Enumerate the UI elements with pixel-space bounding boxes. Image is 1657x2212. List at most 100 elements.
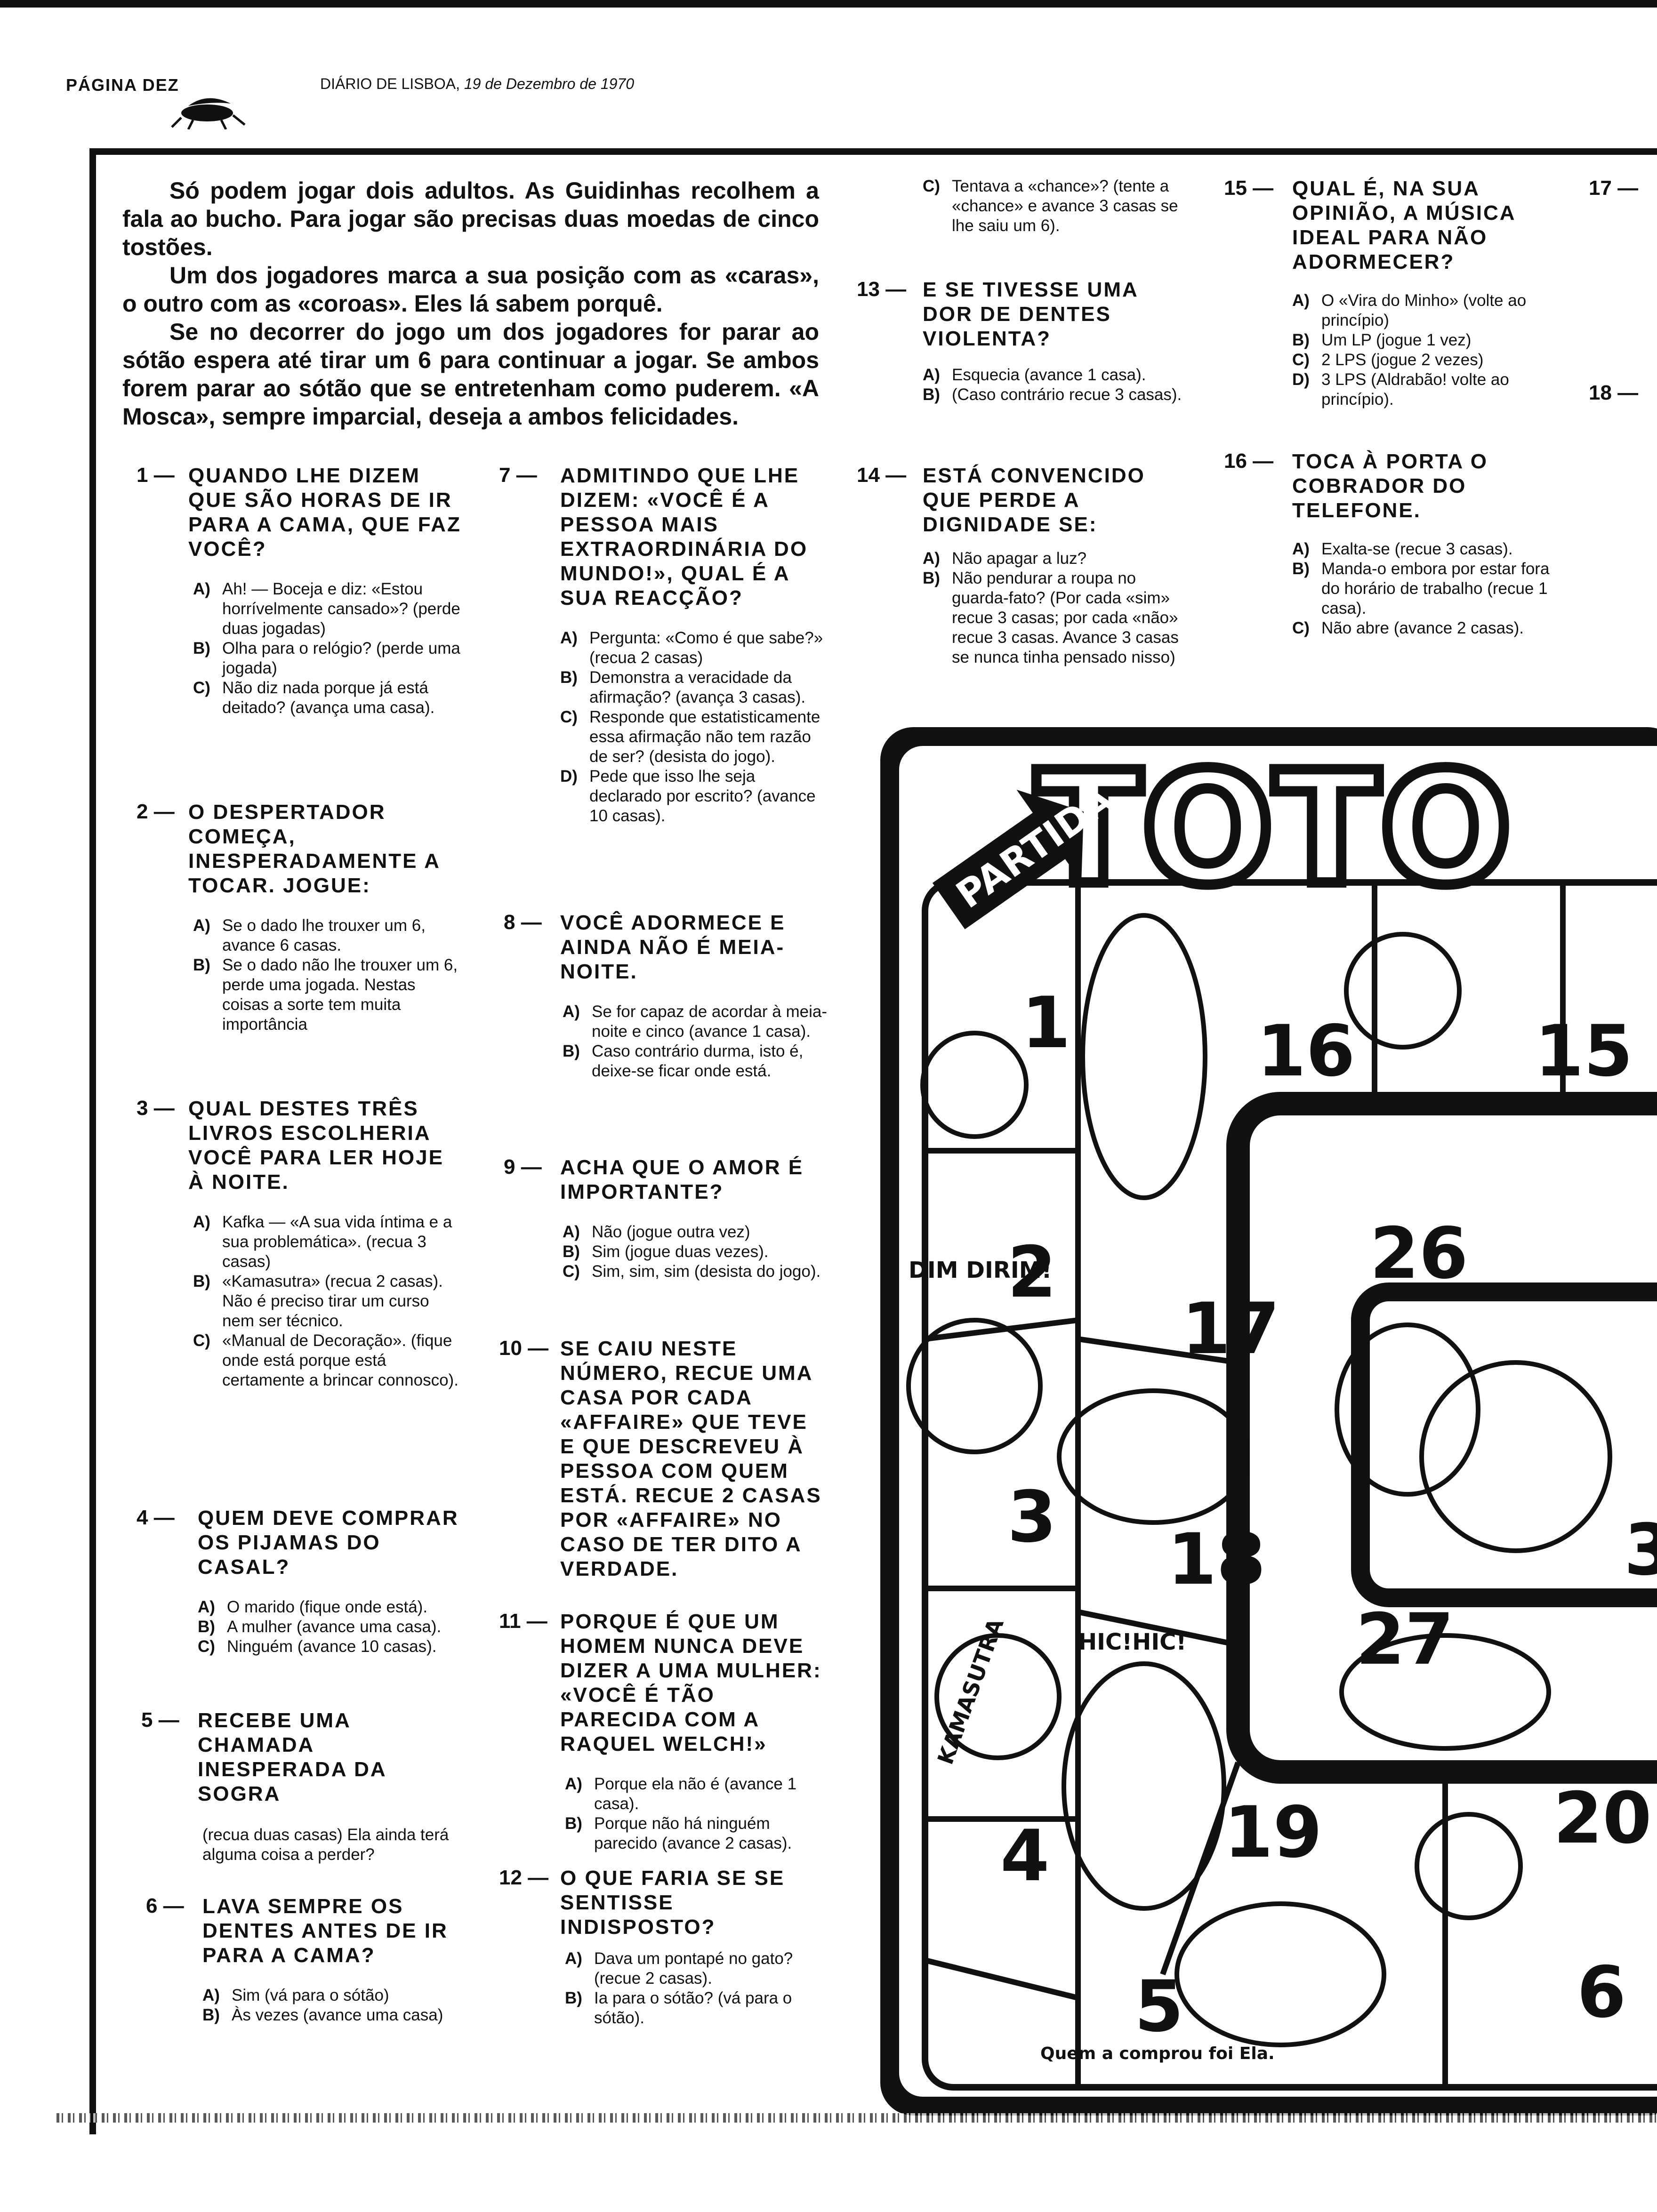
answer-option: B)Não pendurar a roupa no guarda-fato? (… bbox=[923, 569, 1179, 666]
question-2: 2 — O DESPERTADOR COMEÇA, INESPERADAMENT… bbox=[137, 800, 461, 1034]
answer-option: B)Manda-o embora por estar fora do horár… bbox=[1292, 560, 1550, 617]
answer-option: B)Sim (jogue duas vezes). bbox=[563, 1242, 769, 1261]
question-title: PORQUE É QUE UM HOMEM NUNCA DEVE DIZER A… bbox=[560, 1610, 822, 1755]
svg-text:1: 1 bbox=[1022, 982, 1070, 1064]
answer-option: C)Responde que estatisticamente essa afi… bbox=[560, 708, 820, 766]
question-12-continued: C)Tentava a «chance»? (tente a «chance» … bbox=[923, 176, 1186, 236]
question-8: 8 — VOCÊ ADORMECE E AINDA NÃO É MEIA-NOI… bbox=[504, 911, 828, 1081]
svg-text:3: 3 bbox=[1007, 1476, 1056, 1558]
top-rule bbox=[0, 0, 1657, 8]
board-title: TOTO bbox=[1030, 733, 1517, 924]
answer-option: D)Pede que isso lhe seja declarado por e… bbox=[560, 767, 816, 825]
speech-hic: HIC!HIC! bbox=[1078, 1629, 1186, 1655]
print-edge-noise bbox=[56, 2113, 1657, 2123]
question-12: 12 — O QUE FARIA SE SE SENTISSE INDISPOS… bbox=[499, 1866, 828, 2028]
answer-option: A)Porque ela não é (avance 1 casa). bbox=[565, 1775, 797, 1813]
svg-text:4: 4 bbox=[1000, 1815, 1049, 1897]
svg-text:26: 26 bbox=[1370, 1213, 1468, 1295]
question-title: QUANDO LHE DIZEM QUE SÃO HORAS DE IR PAR… bbox=[188, 464, 461, 561]
question-title: O QUE FARIA SE SE SENTISSE INDISPOSTO? bbox=[560, 1867, 785, 1939]
question-5: 5 — RECEBE UMA CHAMADA INESPERADA DA SOG… bbox=[141, 1708, 461, 1865]
answer-option: B)Caso contrário durma, isto é, deixe-se… bbox=[563, 1042, 804, 1080]
answer-option: A)Ah! — Boceja e diz: «Estou horrívelmen… bbox=[193, 580, 460, 638]
question-title: VOCÊ ADORMECE E AINDA NÃO É MEIA-NOITE. bbox=[560, 911, 786, 983]
answer-option: A)Não (jogue outra vez) bbox=[563, 1223, 750, 1241]
question-title: O DESPERTADOR COMEÇA, INESPERADAMENTE A … bbox=[188, 801, 440, 897]
speech-quem-a-comprou: Quem a comprou foi Ela. bbox=[1040, 2044, 1275, 2063]
question-title: QUAL DESTES TRÊS LIVROS ESCOLHERIA VOCÊ … bbox=[188, 1097, 444, 1194]
question-title: QUAL É, NA SUA OPINIÃO, A MÚSICA IDEAL P… bbox=[1292, 177, 1515, 273]
question-title: ESTÁ CONVENCIDO QUE PERDE A DIGNIDADE SE… bbox=[923, 464, 1145, 536]
answer-option: C)Ninguém (avance 10 casas). bbox=[198, 1637, 437, 1656]
svg-text:20: 20 bbox=[1553, 1778, 1652, 1859]
intro-paragraph: Se no decorrer do jogo um dos jogadores … bbox=[122, 319, 819, 430]
answer-option: C)Não abre (avance 2 casas). bbox=[1292, 619, 1524, 637]
answer-option: B)Olha para o relógio? (perde uma jogada… bbox=[193, 639, 460, 677]
answer-option: B)Ia para o sótão? (vá para o sótão). bbox=[565, 1989, 792, 2027]
answer-option: B)«Kamasutra» (recua 2 casas). Não é pre… bbox=[193, 1272, 443, 1330]
question-title: SE CAIU NESTE NÚMERO, RECUE UMA CASA POR… bbox=[560, 1337, 822, 1580]
answer-option: D)3 LPS (Aldrabão! volte ao princípio). bbox=[1292, 370, 1509, 409]
answer-option: C)2 LPS (jogue 2 vezes) bbox=[1292, 351, 1484, 369]
question-title: E SE TIVESSE UMA DOR DE DENTES VIOLENTA? bbox=[923, 278, 1138, 350]
svg-text:15: 15 bbox=[1535, 1010, 1633, 1092]
intro-text: Só podem jogar dois adultos. As Guidinha… bbox=[122, 176, 819, 431]
answer-option: A)Kafka — «A sua vida íntima e a sua pro… bbox=[193, 1213, 452, 1271]
newspaper-name: DIÁRIO DE LISBOA, bbox=[320, 75, 460, 92]
answer-option: A)Esquecia (avance 1 casa). bbox=[923, 366, 1146, 384]
question-6: 6 — LAVA SEMPRE OS DENTES ANTES DE IR PA… bbox=[146, 1894, 461, 2025]
intro-paragraph: Um dos jogadores marca a sua posição com… bbox=[122, 262, 819, 317]
question-11: 11 — PORQUE É QUE UM HOMEM NUNCA DEVE DI… bbox=[499, 1610, 828, 1853]
question-7: 7 — ADMITINDO QUE LHE DIZEM: «VOCÊ É A P… bbox=[499, 464, 828, 826]
svg-text:16: 16 bbox=[1257, 1010, 1355, 1092]
answer-option: B)Às vezes (avance uma casa) bbox=[202, 2006, 443, 2024]
svg-text:19: 19 bbox=[1224, 1792, 1322, 1874]
svg-text:3: 3 bbox=[1624, 1509, 1657, 1591]
svg-text:6: 6 bbox=[1577, 1952, 1626, 2034]
answer-option: A)O marido (fique onde está). bbox=[198, 1598, 428, 1616]
answer-option: B)Se o dado não lhe trouxer um 6, perde … bbox=[193, 956, 458, 1034]
answer-option: B)(Caso contrário recue 3 casas). bbox=[923, 385, 1182, 404]
answer-option: A)O «Vira do Minho» (volte ao princípio) bbox=[1292, 291, 1527, 329]
question-title: ADMITINDO QUE LHE DIZEM: «VOCÊ É A PESSO… bbox=[560, 464, 808, 609]
answer-option: A)Não apagar a luz? bbox=[923, 549, 1087, 568]
question-title: QUEM DEVE COMPRAR OS PIJAMAS DO CASAL? bbox=[198, 1507, 459, 1579]
question-1: 1 — QUANDO LHE DIZEM QUE SÃO HORAS DE IR… bbox=[137, 464, 461, 717]
toto-board-illustration: TOTO PARTIDA 1 2 3 4 5 6 15 16 17 18 19 … bbox=[880, 727, 1657, 2116]
answer-option: C)«Manual de Decoração». (fique onde est… bbox=[193, 1331, 458, 1389]
question-16: 16 — TOCA À PORTA O COBRADOR DO TELEFONE… bbox=[1224, 449, 1563, 638]
intro-paragraph: Só podem jogar dois adultos. As Guidinha… bbox=[122, 177, 819, 260]
svg-text:2: 2 bbox=[1007, 1232, 1056, 1314]
answer-option: A)Se o dado lhe trouxer um 6, avance 6 c… bbox=[193, 916, 426, 954]
question-title: TOCA À PORTA O COBRADOR DO TELEFONE. bbox=[1292, 450, 1488, 522]
question-13: 13 — E SE TIVESSE UMA DOR DE DENTES VIOL… bbox=[857, 278, 1186, 405]
answer-option: B)Porque não há ninguém parecido (avance… bbox=[565, 1814, 792, 1852]
question-title: RECEBE UMA CHAMADA INESPERADA DA SOGRA bbox=[198, 1709, 386, 1805]
question-note: (recua duas casas) Ela ainda terá alguma… bbox=[202, 1826, 449, 1864]
game-panel-border bbox=[89, 148, 1657, 2134]
answer-option: B)Demonstra a veracidade da afirmação? (… bbox=[560, 668, 806, 706]
answer-option: C)Sim, sim, sim (desista do jogo). bbox=[563, 1262, 821, 1281]
svg-text:TOTO: TOTO bbox=[1036, 738, 1512, 919]
answer-option: A)Dava um pontapé no gato? (recue 2 casa… bbox=[565, 1949, 793, 1988]
question-15: 15 — QUAL É, NA SUA OPINIÃO, A MÚSICA ID… bbox=[1224, 176, 1563, 409]
question-4: 4 — QUEM DEVE COMPRAR OS PIJAMAS DO CASA… bbox=[137, 1506, 461, 1657]
question-title: LAVA SEMPRE OS DENTES ANTES DE IR PARA A… bbox=[202, 1895, 448, 1967]
answer-option: A)Sim (vá para o sótão) bbox=[202, 1986, 389, 2004]
fly-logo-icon bbox=[171, 98, 246, 129]
svg-text:18: 18 bbox=[1167, 1519, 1266, 1601]
answer-option: A)Pergunta: «Como é que sabe?» (recua 2 … bbox=[560, 629, 823, 667]
answer-option: A)Exalta-se (recue 3 casas). bbox=[1292, 540, 1513, 558]
answer-option: C)Não diz nada porque já está deitado? (… bbox=[193, 679, 435, 717]
speech-dim-dirim: DIM DIRIM! bbox=[909, 1257, 1052, 1283]
question-9: 9 — ACHA QUE O AMOR É IMPORTANTE? A)Não … bbox=[504, 1155, 828, 1282]
issue-date: 19 de Dezembro de 1970 bbox=[464, 75, 634, 92]
answer-option: B)Um LP (jogue 1 vez) bbox=[1292, 331, 1472, 349]
question-title: ACHA QUE O AMOR É IMPORTANTE? bbox=[560, 1156, 804, 1203]
answer-option: A)Se for capaz de acordar à meia-noite e… bbox=[563, 1002, 827, 1041]
page-label: PÁGINA DEZ bbox=[66, 75, 179, 95]
svg-text:17: 17 bbox=[1182, 1288, 1280, 1370]
answer-option: C)Tentava a «chance»? (tente a «chance» … bbox=[923, 177, 1178, 235]
question-3: 3 — QUAL DESTES TRÊS LIVROS ESCOLHERIA V… bbox=[137, 1097, 461, 1390]
question-10: 10 — SE CAIU NESTE NÚMERO, RECUE UMA CAS… bbox=[499, 1337, 828, 1581]
